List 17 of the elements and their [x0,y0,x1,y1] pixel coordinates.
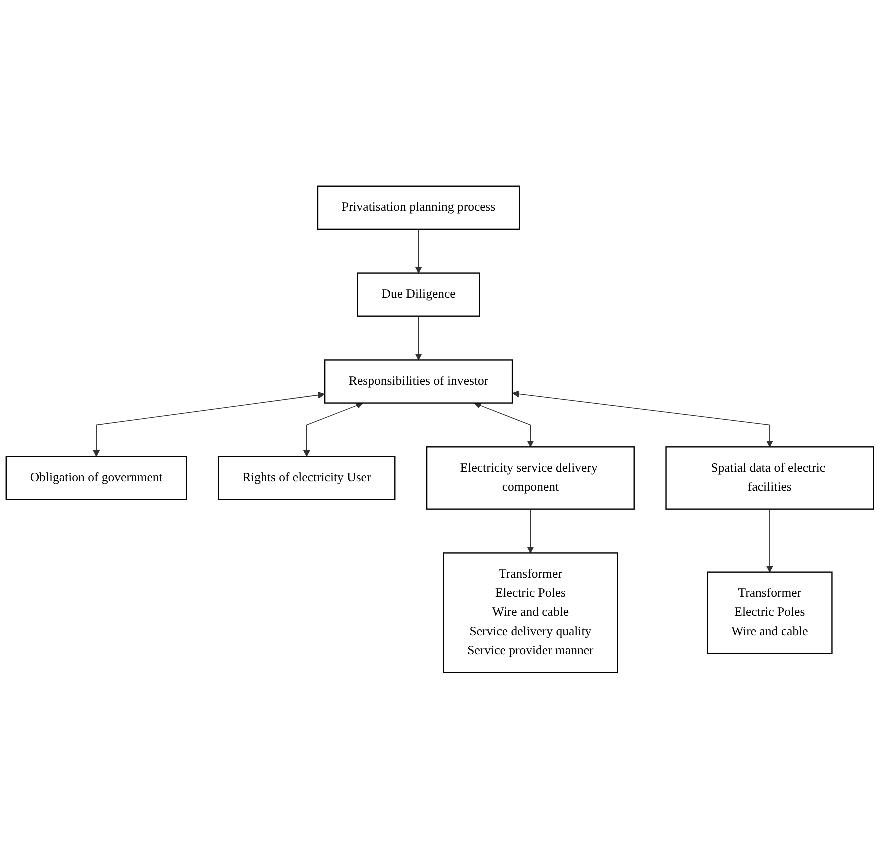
arrow [415,316,422,360]
node-box: Due Diligence [357,272,480,317]
arrow [766,508,774,573]
node-box: Spatial data of electric facilities [666,446,874,510]
node-box: Obligation of government [6,456,188,500]
node-box: Electricity service delivery component [426,446,635,510]
arrow [93,392,326,457]
arrow [527,508,534,554]
arrow [303,402,364,457]
node-box: Transformer Electric Poles Wire and cable Service delivery quality Service provider manner [443,552,618,674]
node-box: Privatisation planning process [317,186,520,230]
arrow [512,390,774,448]
node-box: Responsibilities of investor [324,360,514,404]
node-box: Rights of electricity User [218,456,396,500]
arrow [474,402,534,448]
arrow [415,228,422,274]
node-box: Transformer Electric Poles Wire and cable [707,572,833,654]
